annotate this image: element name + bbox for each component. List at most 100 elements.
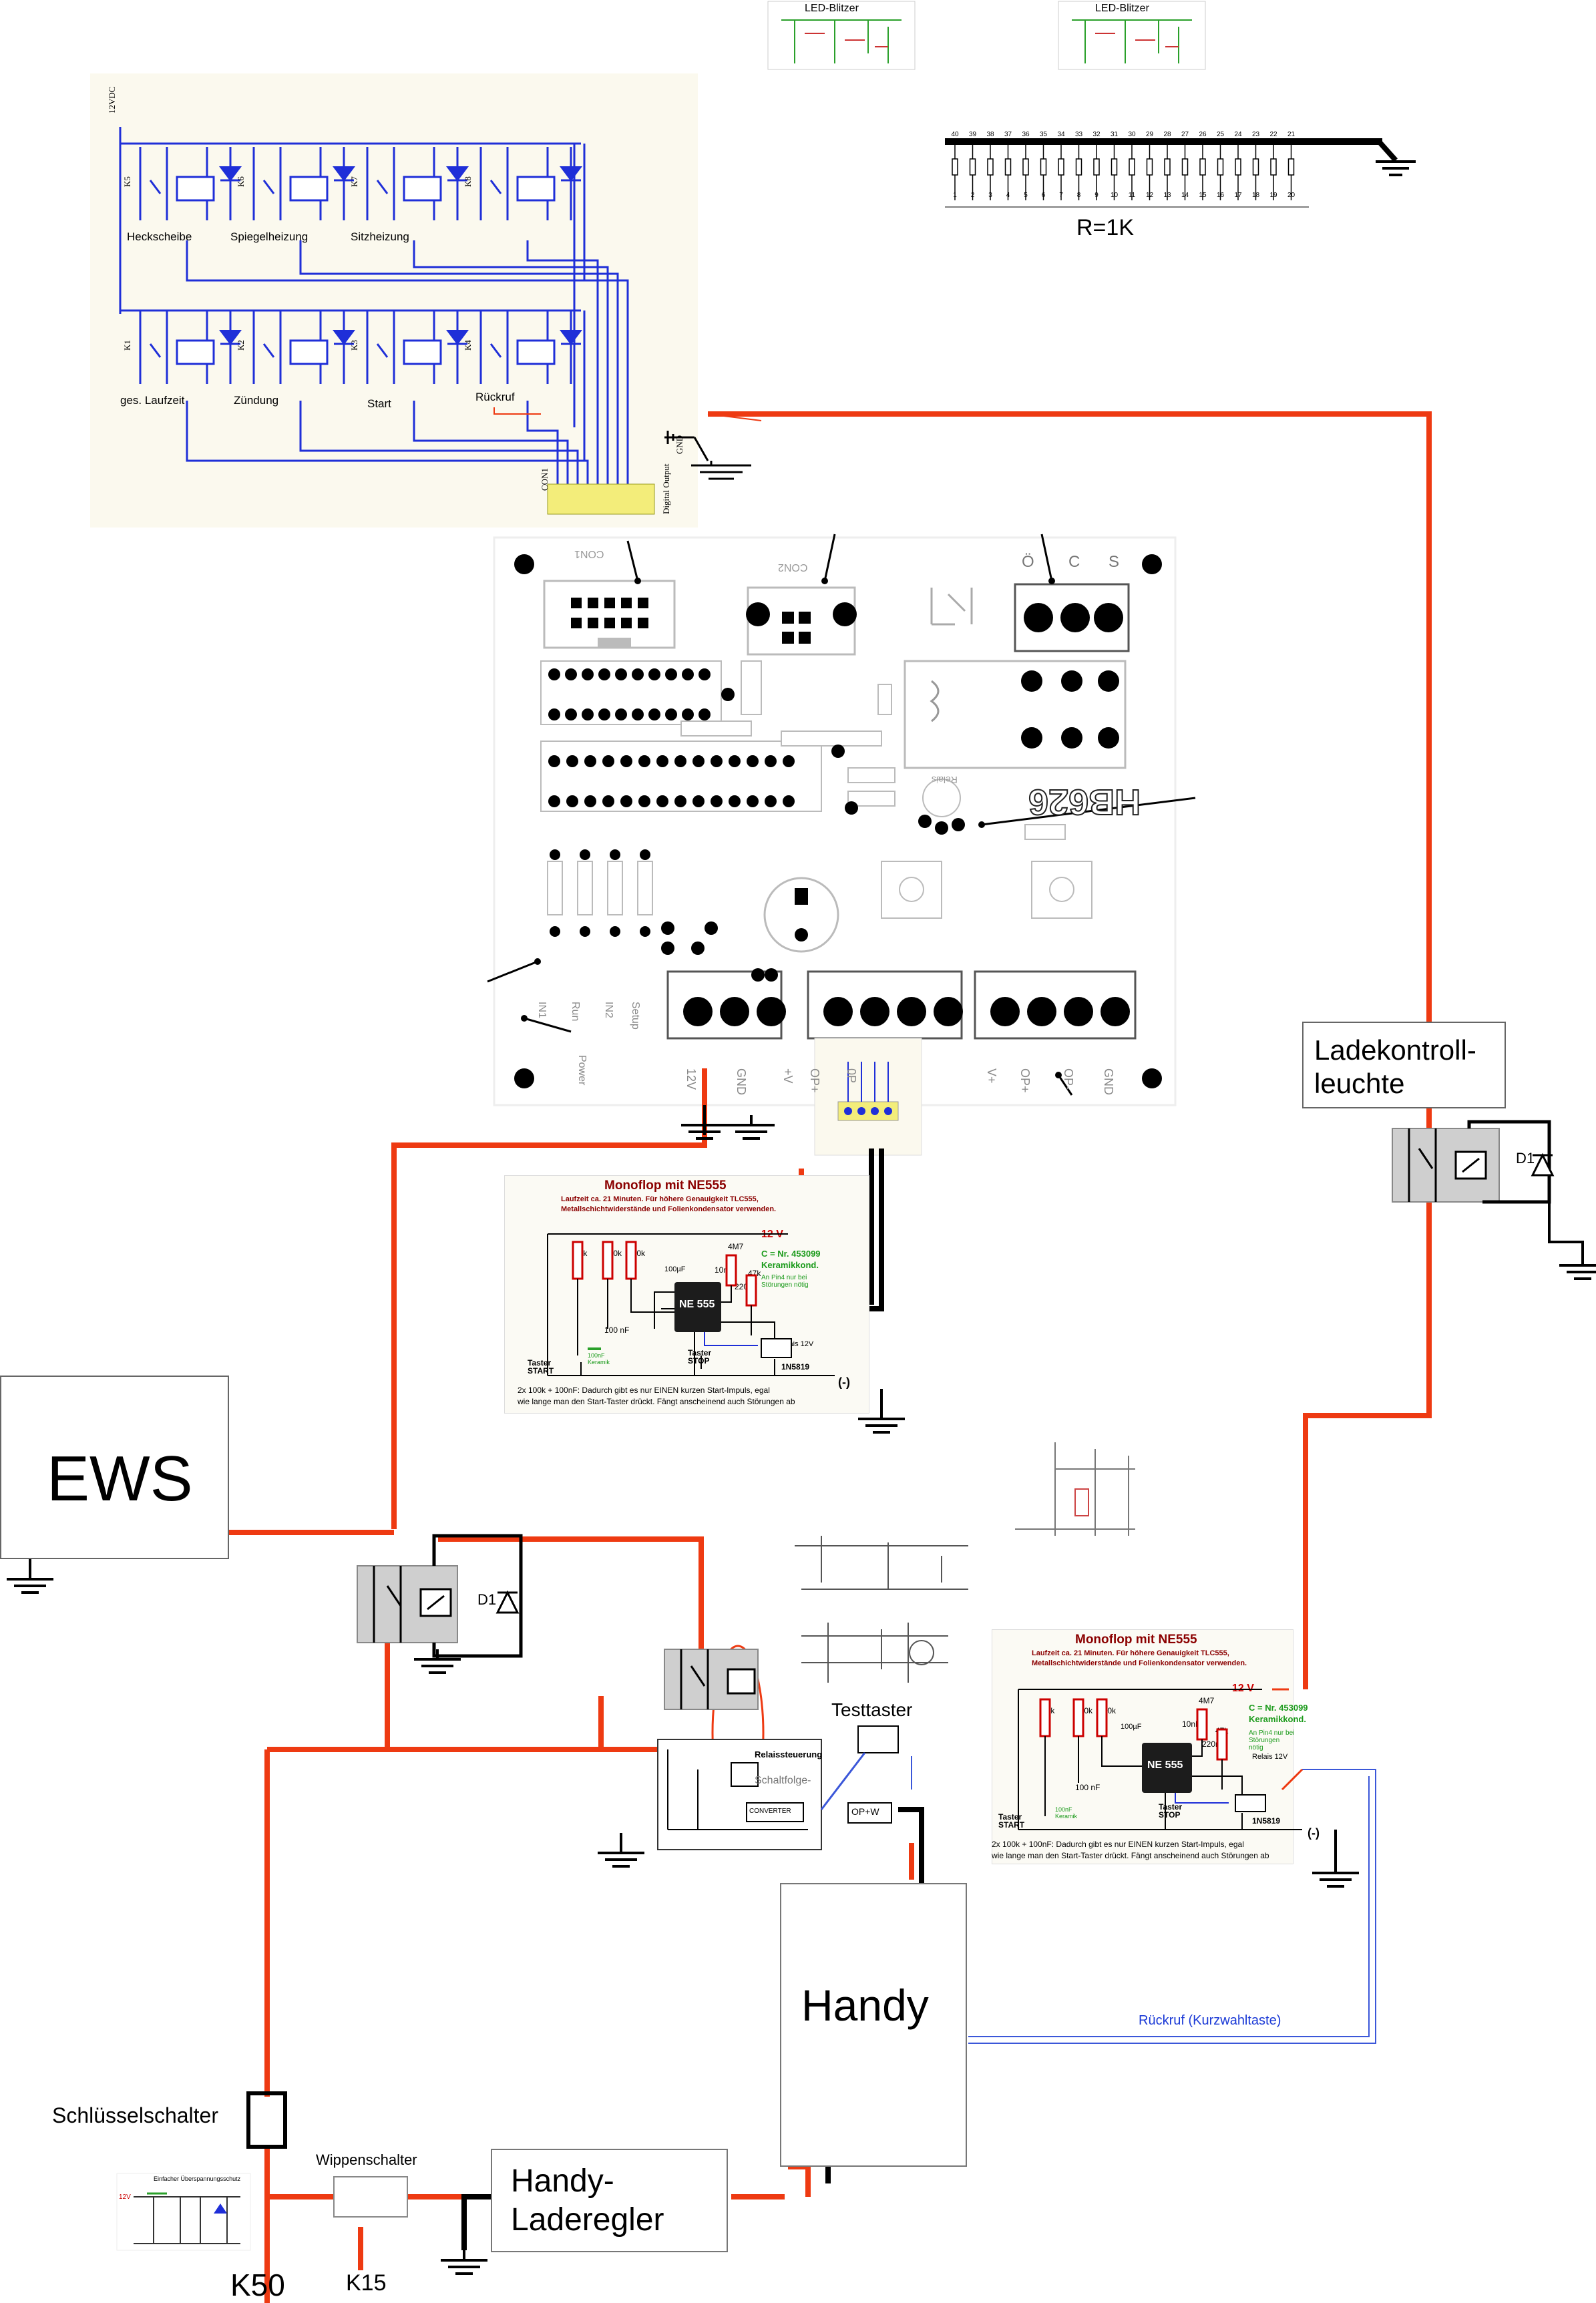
monoflop-1-diode: 1N5819 [781,1362,810,1372]
pcb-bottom-label: +V [781,1068,795,1084]
monoflop-2-r100k-b: 100k [1099,1706,1117,1715]
resistor-top-pin: 28 [1163,131,1171,138]
resistor-bottom-pin: 12 [1146,192,1154,199]
monoflop-2-subtitle2: Metallschichtwiderstände und Folienkonde… [1032,1659,1247,1667]
pcb-con2-label: CON2 [778,562,808,573]
monoflop-2-taster-stop: Taster STOP [1159,1802,1183,1820]
resistor-top-pin: 36 [1022,131,1030,138]
resistor-bottom-pin: 17 [1234,192,1242,199]
ladekontroll-d1-label: D1 [1516,1150,1535,1167]
resistor-top-pin: 38 [986,131,994,138]
pcb-side-label: Power [576,1055,588,1086]
overvoltage-label: Einfacher Überspannungsschutz [154,2175,241,2182]
monoflop-2-supply: 12 V [1232,1683,1254,1694]
monoflop-2-r47k: 47k [1215,1726,1229,1735]
monoflop-2-c100nf: 100 nF [1075,1783,1101,1792]
resistor-bottom-pin: 14 [1181,192,1189,199]
monoflop-1-subtitle1: Laufzeit ca. 21 Minuten. Für höhere Gena… [561,1195,759,1203]
rueckruf-wire [968,1769,1376,2044]
rocker-switch [333,2176,408,2218]
monoflop-2-c10nf: 10nF [1182,1719,1201,1729]
monoflop-1-cap-note3: An Pin4 nur bei Störungen nötig [761,1274,809,1289]
resistor-bottom-pin: 19 [1269,192,1277,199]
key-switch [246,2091,287,2149]
resistor-top-pin: 29 [1146,131,1154,138]
monoflop-1-r27k: 27k [574,1249,588,1258]
rueckruf-label: Rückruf (Kurzwahltaste) [1139,2013,1281,2028]
relay-id-label: K5 [122,176,132,187]
monoflop-1-cap-note2: Keramikkond. [761,1260,819,1270]
schluesselschalter-label: Schlüsselschalter [52,2103,218,2127]
resistor-bottom-pin: 16 [1217,192,1225,199]
overvoltage-12v: 12V [119,2193,131,2201]
resistor-top-pin: 26 [1199,131,1207,138]
relay-id-label: K8 [463,176,473,187]
converter-label: CONVERTER [749,1808,791,1815]
ladekontroll-label: Ladekontroll- leuchte [1314,1034,1476,1099]
resistor-top-pin: 23 [1252,131,1260,138]
pcb-term-s: S [1109,553,1120,571]
monoflop-1-c100uf: 100µF [664,1265,686,1273]
pcb-bottom-label: GND [1102,1068,1115,1095]
monoflop-1-r47k: 47k [748,1269,761,1278]
resistor-bottom-pin: 15 [1199,192,1207,199]
resistor-top-pin: 39 [969,131,977,138]
resistor-bottom-pin: 10 [1111,192,1119,199]
resistor-top-pin: 25 [1217,131,1225,138]
relay-id-label: K1 [122,340,132,351]
resistor-bottom-pin: 5 [1024,192,1028,199]
laderegler-label: Handy- Laderegler [511,2163,664,2238]
con1-connector [547,483,655,515]
relay-k3-label: Start [367,397,391,410]
resistor-top-pin: 35 [1040,131,1048,138]
pcb-bottom-label: 0P [845,1068,858,1084]
resistor-bottom-pin: 7 [1059,192,1063,199]
resistor-top-pin: 33 [1075,131,1083,138]
pcb-bottom-label: OP- [1062,1068,1075,1090]
monoflop-1-ic-label: NE 555 [679,1299,715,1310]
resistor-bottom-pin: 11 [1129,192,1136,199]
monoflop-2-keramik: 100nF Keramik [1055,1806,1078,1820]
relaissteuerung-label: Relaissteuerung [755,1749,823,1759]
led-blitzer-left-label: LED-Blitzer [805,3,859,14]
relay-id-label: K3 [349,340,359,351]
relaissteuerung-module [657,1725,899,1850]
monoflop-2-c220nf: 220nF [1202,1739,1225,1749]
monoflop-2-r27k: 27k [1042,1706,1055,1715]
con1-label: CON1 [540,468,550,491]
handy-label: Handy [801,1980,929,2030]
resistor-top-pin: 21 [1287,131,1295,138]
monoflop-2-r100k-a: 100k [1075,1706,1093,1715]
resistor-bottom-pin: 18 [1252,192,1260,199]
monoflop-2-r4m7: 4M7 [1199,1696,1215,1705]
resistor-top-pin: 40 [951,131,959,138]
control-relay [664,1649,759,1710]
monoflop-2-ic-label: NE 555 [1147,1759,1183,1771]
relay-k1-label: ges. Laufzeit [120,394,185,407]
pcb-bottom-label: OP+ [808,1068,821,1093]
resistor-top-pin: 27 [1181,131,1189,138]
relay-k5-label: Heckscheibe [127,230,192,243]
pcb-bottom-label: 12V [684,1068,698,1090]
resistor-bottom-pin: 3 [988,192,992,199]
monoflop-1-supply: 12 V [761,1229,783,1240]
monoflop-2-relais: Relais 12V [1252,1753,1288,1761]
pcb-name: HB626 [1028,781,1141,823]
monoflop-1-ground: (-) [838,1376,850,1389]
pcb-side-label: IN2 [603,1002,614,1018]
resistor-bottom-pin: 20 [1287,192,1295,199]
monoflop-1-c100nf: 100 nF [604,1325,630,1335]
pcb-term-c: C [1068,553,1080,571]
relay-board-schematic [119,127,629,494]
opw-label: OP+W [851,1806,879,1817]
pcb-con1-label: CON1 [574,548,604,560]
charge-lamp-relay [1392,1120,1584,1255]
relay-id-label: K7 [349,176,359,187]
relay-id-label: K2 [236,340,246,351]
wippenschalter-label: Wippenschalter [316,2151,417,2168]
monoflop-2-taster-start: Taster START [998,1812,1025,1830]
resistor-bottom-pin: 2 [971,192,975,199]
monoflop-1-footer1: 2x 100k + 100nF: Dadurch gibt es nur EIN… [518,1386,770,1395]
